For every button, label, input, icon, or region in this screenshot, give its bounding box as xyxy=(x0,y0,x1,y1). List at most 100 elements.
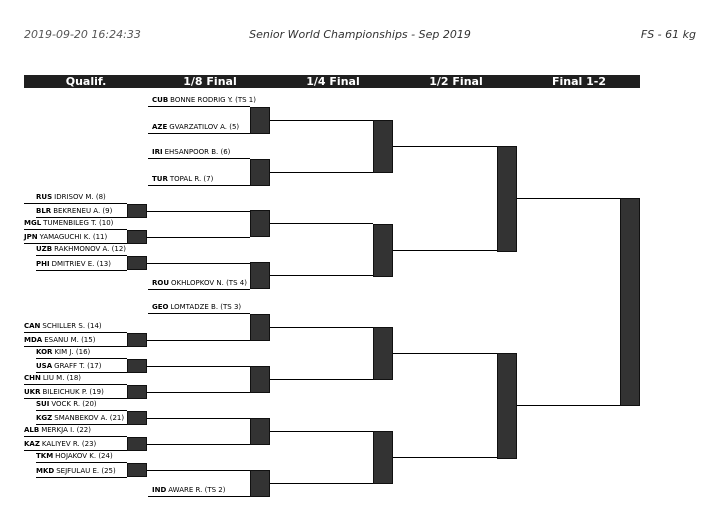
entry-line xyxy=(24,229,127,230)
entry-line xyxy=(36,270,127,271)
connector-line xyxy=(270,120,373,121)
competitor-name: LIU M. (18) xyxy=(42,374,82,382)
connector-line xyxy=(270,327,373,328)
connector-line xyxy=(517,198,620,199)
country-code: IND xyxy=(152,486,167,494)
match-box xyxy=(620,198,640,406)
country-code: KGZ xyxy=(36,414,53,422)
entry-line xyxy=(36,255,127,256)
match-box xyxy=(250,107,270,134)
connector-line xyxy=(270,379,373,380)
connector-line xyxy=(270,275,373,276)
match-box xyxy=(127,204,147,218)
match-box xyxy=(127,359,147,373)
entry-line xyxy=(148,185,250,186)
match-box xyxy=(127,411,147,425)
country-code: UKR xyxy=(24,388,41,396)
connector-line xyxy=(393,250,497,251)
connector-line xyxy=(147,211,250,212)
connector-line xyxy=(147,470,250,471)
column-header-quarter-final: 1/4 Final xyxy=(306,75,360,88)
connector-line xyxy=(270,483,373,484)
country-code: JPN xyxy=(24,233,38,241)
column-header-eighth-final: 1/8 Final xyxy=(183,75,237,88)
connector-line xyxy=(270,431,373,432)
entry-line xyxy=(36,410,127,411)
country-code: CAN xyxy=(24,322,41,330)
country-code: BLR xyxy=(36,207,52,215)
competitor-name: TUMENBILEG T. (10) xyxy=(43,219,114,227)
connector-line xyxy=(393,146,497,147)
competitor-name: LOMTADZE B. (TS 3) xyxy=(170,303,242,311)
country-code: GEO xyxy=(152,303,169,311)
connector-line xyxy=(147,418,250,419)
match-box xyxy=(497,353,517,459)
country-code: UZB xyxy=(36,245,53,253)
match-box xyxy=(497,146,517,252)
competitor-name: DMITRIEV E. (13) xyxy=(51,260,111,268)
competitor-name: MERKJA I. (22) xyxy=(41,426,91,434)
country-code: TUR xyxy=(152,175,168,183)
competitor-name: VOCK R. (20) xyxy=(51,400,97,408)
connector-line xyxy=(147,366,250,367)
connector-line xyxy=(393,353,497,354)
connector-line xyxy=(393,457,497,458)
match-box xyxy=(250,210,270,237)
match-box xyxy=(127,230,147,244)
competitor-name: IDRISOV M. (8) xyxy=(54,193,106,201)
entry-line xyxy=(24,436,127,437)
country-code: MDA xyxy=(24,336,43,344)
country-code: ALB xyxy=(24,426,40,434)
entry-line xyxy=(148,158,250,159)
entry-line xyxy=(24,384,127,385)
country-code: MGL xyxy=(24,219,42,227)
country-code: CUB xyxy=(152,96,169,104)
country-code: KOR xyxy=(36,348,53,356)
competitor-name: EHSANPOOR B. (6) xyxy=(164,148,231,156)
match-box xyxy=(250,418,270,445)
country-code: USA xyxy=(36,362,53,370)
match-box xyxy=(250,262,270,289)
competitor-name: BILEICHUK P. (19) xyxy=(42,388,104,396)
match-box xyxy=(127,437,147,451)
country-code: KAZ xyxy=(24,440,40,448)
entry-line xyxy=(148,106,250,107)
country-code: SUI xyxy=(36,400,50,408)
match-box xyxy=(127,385,147,399)
entry-line xyxy=(24,450,127,451)
competitor-name: TOPAL R. (7) xyxy=(169,175,214,183)
competitor-name: HOJAKOV K. (24) xyxy=(55,452,113,460)
competitor-name: SMANBEKOV A. (21) xyxy=(54,414,125,422)
timestamp: 2019-09-20 16:24:33 xyxy=(24,28,141,41)
country-code: PHI xyxy=(36,260,50,268)
entry-line xyxy=(148,133,250,134)
competitor-name: KALIYEV R. (23) xyxy=(41,440,97,448)
entry-line xyxy=(36,462,127,463)
weight-class: FS - 61 kg xyxy=(640,28,696,41)
entry-line xyxy=(24,332,127,333)
country-code: ROU xyxy=(152,279,170,287)
connector-line xyxy=(147,392,250,393)
connector-line xyxy=(147,444,250,445)
connector-line xyxy=(270,223,373,224)
match-box xyxy=(250,314,270,341)
competitor-name: GVARZATILOV A. (5) xyxy=(169,123,240,131)
connector-line xyxy=(147,340,250,341)
